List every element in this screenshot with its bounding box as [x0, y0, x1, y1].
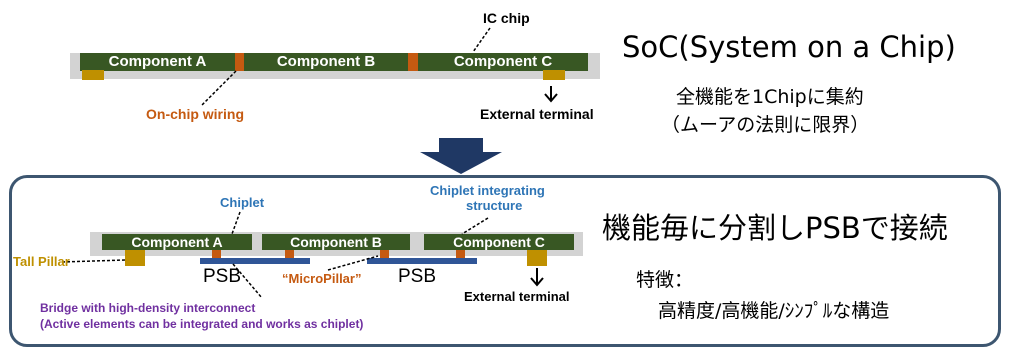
psb-bridge-right: [367, 258, 477, 264]
tall-pillar-right: [527, 250, 547, 266]
chiplet-panel: [9, 175, 1001, 347]
external-terminal-label-top: External terminal: [480, 106, 594, 122]
component-b-block: [244, 53, 408, 71]
integrating-structure-label-line1: Chiplet integrating: [430, 183, 545, 198]
terminal-pad-left: [82, 70, 104, 80]
bottom-leader-lines: [61, 211, 544, 299]
chiplet-b-label: Component B: [290, 234, 382, 250]
psb-right-label: PSB: [398, 266, 437, 287]
component-b-label: Component B: [276, 53, 376, 70]
component-c-block: [418, 53, 588, 71]
tall-pillar-label: Tall Pillar: [13, 254, 70, 269]
features-text: 高精度/高機能/ｼﾝﾌﾟﾙな構造: [658, 300, 890, 322]
on-chip-wiring-left: [235, 53, 244, 71]
micropillar-2: [285, 250, 294, 258]
features-label: 特徴：: [636, 269, 694, 291]
soc-subtitle-line1: 全機能を1Chipに集約: [676, 86, 864, 108]
chiplet-b-block: [262, 234, 410, 250]
psb-bridge-left: [200, 258, 310, 264]
tall-pillar-left: [125, 250, 145, 266]
external-terminal-label-bottom: External terminal: [464, 289, 570, 304]
chiplet-a-label: Component A: [131, 234, 223, 250]
bridge-label-line1: Bridge with high-density interconnect: [40, 301, 256, 315]
integrating-structure-label-line2: structure: [466, 198, 523, 213]
soc-title: SoC(System on a Chip): [622, 30, 956, 64]
on-chip-wiring-right: [408, 53, 418, 71]
ic-chip-label: IC chip: [483, 10, 530, 26]
psb-left-label: PSB: [203, 266, 242, 287]
component-c-label: Component C: [453, 53, 553, 70]
top-leader-lines: [201, 27, 558, 106]
micropillar-label: “MicroPillar”: [282, 271, 362, 286]
component-a-block: [80, 53, 235, 71]
chiplet-label: Chiplet: [220, 195, 265, 210]
micropillar-3: [380, 250, 389, 258]
on-chip-wiring-label: On-chip wiring: [146, 106, 244, 122]
micropillar-4: [456, 250, 465, 258]
terminal-pad-right: [543, 70, 565, 80]
chiplet-title: 機能毎に分割しPSBで接続: [602, 211, 948, 245]
soc-subtitle-line2: （ムーアの法則に限界）: [661, 114, 870, 136]
chiplet-c-block: [424, 234, 574, 250]
down-arrow-icon: [420, 138, 502, 174]
chiplet-a-block: [102, 234, 252, 250]
chiplet-c-label: Component C: [453, 234, 545, 250]
bridge-label-line2: (Active elements can be integrated and w…: [40, 317, 364, 331]
micropillar-1: [212, 250, 221, 258]
component-a-label: Component A: [108, 53, 207, 70]
